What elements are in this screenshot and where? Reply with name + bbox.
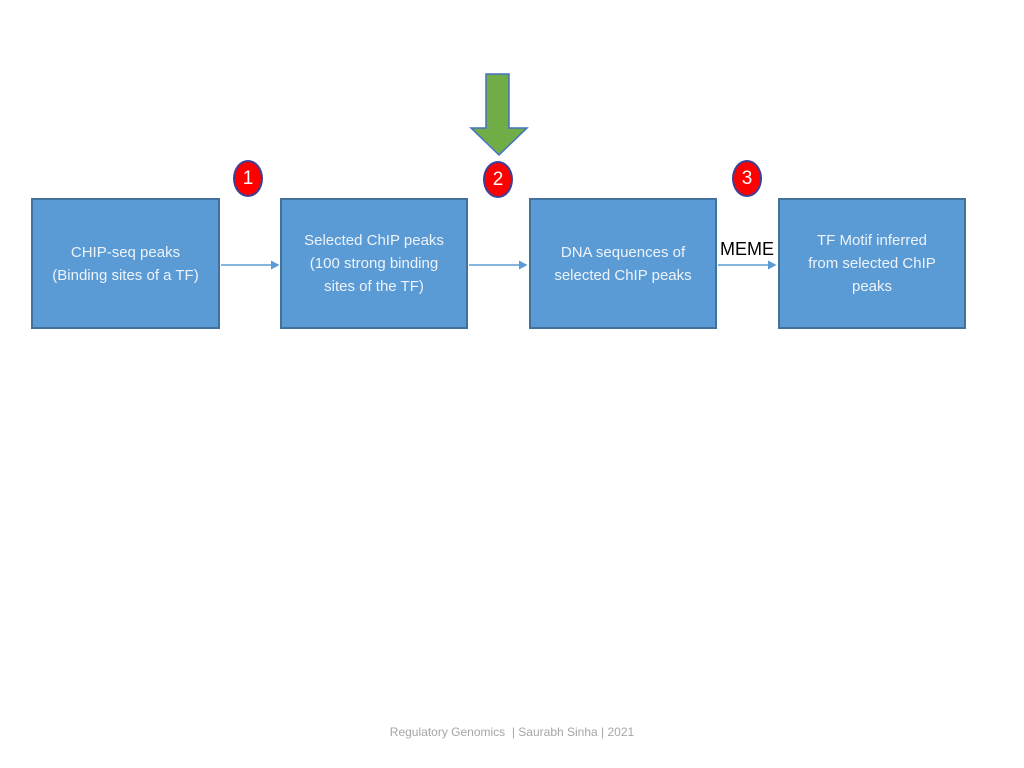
slide-footer: Regulatory Genomics | Saurabh Sinha | 20… [389,725,635,739]
connector-arrow-2 [469,260,528,270]
step-badge-3: 3 [732,160,762,197]
step-badge-1-number: 1 [242,167,254,189]
meme-label: MEME [720,239,774,259]
flow-box-dna-sequences: DNA sequences of selected ChIP peaks [529,198,717,329]
step-badge-2: 2 [483,161,513,198]
connector-arrow-1 [221,260,280,270]
flow-box-selected-chip-peaks: Selected ChIP peaks (100 strong binding … [280,198,468,329]
flow-box-tf-motif: TF Motif inferred from selected ChIP pea… [778,198,966,329]
step-badge-3-number: 3 [741,167,753,189]
flow-box-chip-seq-peaks: CHIP-seq peaks (Binding sites of a TF) [31,198,220,329]
step-badge-1: 1 [233,160,263,197]
connector-arrow-3 [718,260,777,270]
green-down-arrow-icon [469,73,529,157]
step-badge-2-number: 2 [492,168,504,190]
